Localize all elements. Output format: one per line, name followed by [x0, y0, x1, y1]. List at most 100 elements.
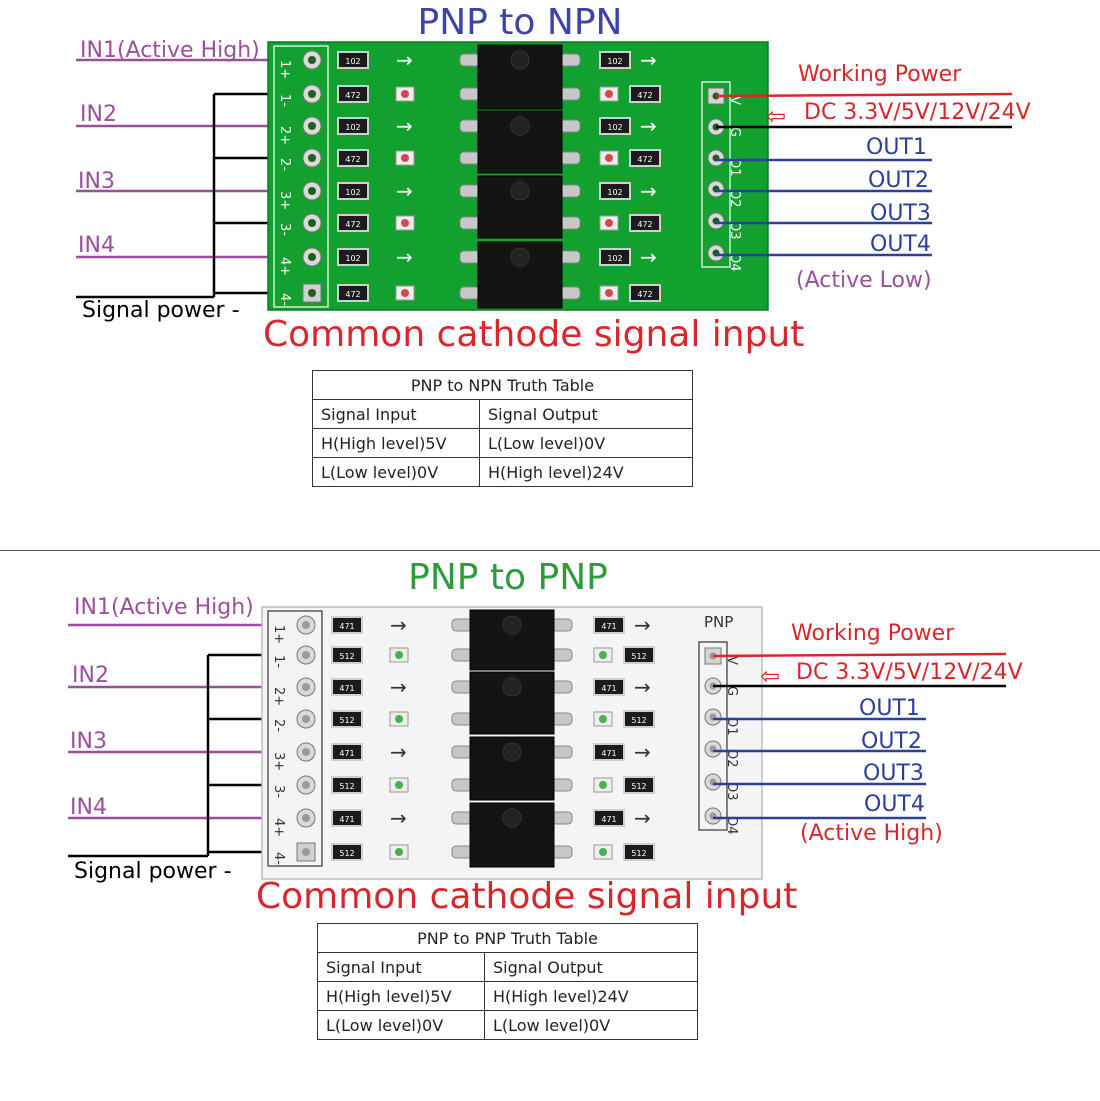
led-dot [401, 154, 409, 162]
pin-hole [302, 814, 310, 822]
chip-lead [451, 712, 473, 726]
pin-hole [308, 289, 316, 297]
input-header-outline [267, 610, 323, 867]
top-table-header-input: Signal Input [312, 399, 480, 429]
resistor [623, 843, 655, 861]
top-out2-label: OUT2 [868, 168, 929, 193]
resistor [629, 284, 661, 302]
arrow-icon: → [390, 740, 407, 764]
chip-lead [551, 680, 573, 694]
resistor [337, 284, 369, 302]
resistor-code: 102 [607, 254, 622, 263]
arrow-icon: → [390, 613, 407, 637]
chip-lead [451, 778, 473, 792]
pin-hole [308, 122, 316, 130]
arrow-icon: → [640, 114, 657, 138]
resistor [593, 743, 625, 761]
out-pin-silk-label: V [724, 656, 739, 665]
resistor-code: 512 [339, 782, 354, 791]
pin-silk-label: 3+ [277, 191, 292, 210]
top-working-power-label: Working Power [798, 62, 962, 87]
bottom-in1-label: IN1(Active High) [74, 595, 254, 620]
resistor-code: 102 [607, 123, 622, 132]
pin-silk-label: 2+ [277, 126, 292, 145]
resistor [337, 117, 369, 135]
resistor-code: 512 [631, 652, 646, 661]
led-dot [599, 651, 607, 659]
table-row: H(High level)5V L(Low level)0V [312, 428, 693, 458]
led-dot [401, 289, 409, 297]
pin-silk-label: 2- [271, 719, 286, 732]
resistor [599, 182, 631, 200]
resistor-code: 512 [631, 716, 646, 725]
out-pin-silk-label: G [724, 686, 739, 696]
bottom-out1-label: OUT1 [859, 696, 920, 721]
top-out4-label: OUT4 [870, 232, 931, 257]
chip-lead [459, 53, 481, 67]
resistor-code: 512 [339, 849, 354, 858]
pin-silk-label: 3- [271, 785, 286, 798]
bottom-table-header-output: Signal Output [484, 952, 698, 982]
pin-hole [302, 715, 310, 723]
out-pin-silk-label: O3 [727, 221, 742, 240]
resistor-code: 512 [631, 849, 646, 858]
resistor-code: 471 [339, 749, 354, 758]
chip-lead [551, 811, 573, 825]
arrow-icon: → [396, 48, 413, 72]
pin-hole [302, 848, 310, 856]
resistor [593, 616, 625, 634]
chip-pin1-dot [510, 116, 530, 136]
led-dot [401, 90, 409, 98]
table-cell: L(Low level)0V [484, 1010, 698, 1040]
resistor-code: 472 [345, 290, 360, 299]
resistor-code: 471 [601, 749, 616, 758]
top-truth-table: PNP to NPN Truth Table Signal Input Sign… [312, 370, 693, 487]
resistor [629, 149, 661, 167]
top-in4-label: IN4 [78, 233, 115, 258]
pin-hole [308, 154, 316, 162]
resistor-code: 102 [345, 254, 360, 263]
resistor [331, 646, 363, 664]
chip-lead [551, 712, 573, 726]
resistor-code: 472 [345, 155, 360, 164]
table-cell: L(Low level)0V [479, 428, 693, 458]
resistor-code: 102 [345, 57, 360, 66]
pin-silk-label: 1+ [277, 60, 292, 79]
resistor-code: 472 [345, 91, 360, 100]
arrow-icon: → [634, 806, 651, 830]
pin-hole [302, 781, 310, 789]
resistor-code: 472 [637, 91, 652, 100]
arrow-icon: → [390, 675, 407, 699]
pin-silk-label: 4- [277, 293, 292, 306]
out-pin-silk-label: O3 [724, 782, 739, 801]
chip-lead [459, 216, 481, 230]
top-title: PNP to NPN [417, 2, 623, 43]
led-dot [605, 154, 613, 162]
table-cell: H(High level)5V [317, 981, 485, 1011]
chip-lead [559, 184, 581, 198]
out-pin-silk-label: O2 [724, 749, 739, 768]
chip-lead [451, 618, 473, 632]
pin-silk-label: 4- [271, 852, 286, 865]
pin-hole [308, 253, 316, 261]
out-pin-silk-label: O1 [727, 158, 742, 177]
resistor [331, 843, 363, 861]
bottom-signal-power-label: Signal power - [74, 859, 232, 884]
output-header-outline [701, 81, 731, 268]
pin-silk-label: 4+ [271, 818, 286, 837]
resistor [337, 85, 369, 103]
bottom-out4-label: OUT4 [864, 792, 925, 817]
chip-lead [551, 648, 573, 662]
pin-hole [302, 748, 310, 756]
chip-lead [551, 745, 573, 759]
resistor [593, 678, 625, 696]
chip-pin1-dot [502, 615, 522, 635]
resistor-code: 102 [345, 188, 360, 197]
resistor-code: 472 [637, 290, 652, 299]
chip-lead [559, 119, 581, 133]
led-dot [401, 219, 409, 227]
resistor-code: 512 [339, 652, 354, 661]
top-in3-label: IN3 [78, 169, 115, 194]
chip-lead [459, 250, 481, 264]
